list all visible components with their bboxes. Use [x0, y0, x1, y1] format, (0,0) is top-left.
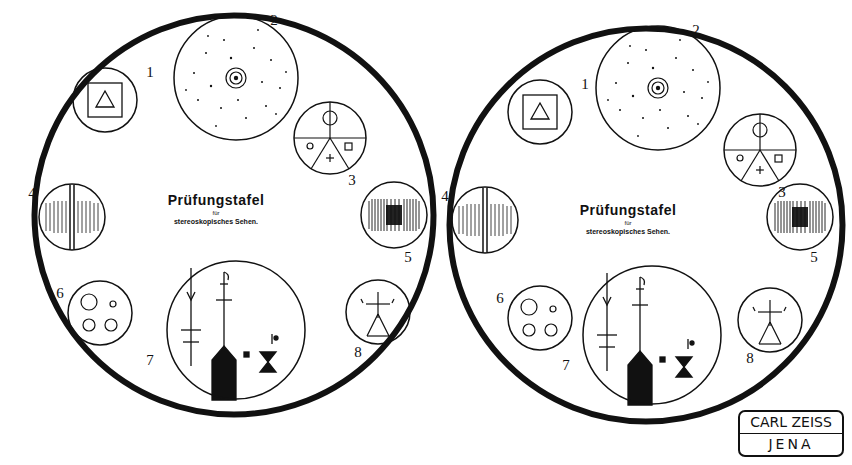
circle-outline — [595, 25, 721, 151]
title-subtitle-text: stereoskopisches Sehen. — [580, 227, 677, 236]
circle-line — [35, 16, 434, 415]
circle-line — [767, 184, 833, 250]
callout-number: 4 — [28, 186, 36, 201]
circle-line — [452, 187, 518, 253]
test-figure-circle: 6 — [507, 285, 573, 351]
circle-outline — [446, 25, 846, 425]
circle-outline — [72, 67, 138, 133]
callout-number: 6 — [496, 291, 504, 306]
test-figure-circle: 2 — [595, 25, 721, 151]
plate-title-text: Prüfungstafel — [168, 192, 265, 209]
circle-outline — [737, 287, 803, 353]
circle-outline — [31, 12, 437, 418]
circle-line — [724, 114, 796, 186]
test-figure-circle: 5 — [766, 183, 834, 251]
test-figure-circle: 1 — [507, 79, 573, 145]
callout-number: 5 — [810, 250, 818, 265]
callout-number: 5 — [404, 250, 412, 265]
circle-outline — [507, 285, 573, 351]
plate-title-text: Prüfungstafel — [580, 202, 677, 219]
circle-line — [346, 280, 410, 344]
test-figure-circle: 2 — [173, 15, 299, 141]
test-figure-circle: 7 — [166, 260, 306, 400]
circle-outline — [360, 181, 428, 249]
circle-outline — [582, 265, 722, 405]
callout-number: 1 — [146, 65, 154, 80]
test-figure-circle: 5 — [360, 181, 428, 249]
circle-line — [361, 182, 427, 248]
circle-outline — [173, 15, 299, 141]
circle-outline — [166, 260, 306, 400]
circle-outline — [345, 279, 411, 345]
circle-outline — [67, 280, 133, 346]
circle-outline — [766, 183, 834, 251]
title-subtitle-text: stereoskopisches Sehen. — [168, 217, 265, 226]
circle-outline — [451, 186, 519, 254]
circle-line — [167, 261, 305, 399]
circle-line — [73, 68, 137, 132]
circle-outline — [293, 101, 367, 175]
test-figure-circle: 4 — [451, 186, 519, 254]
circle-line — [596, 26, 720, 150]
test-plate: Prüfungstafelfürstereoskopisches Sehen. 1… — [31, 12, 437, 418]
callout-number: 4 — [441, 189, 449, 204]
callout-number: 2 — [270, 13, 278, 28]
title-small-text: für — [580, 219, 677, 227]
callout-number: 7 — [146, 353, 154, 368]
test-plate: Prüfungstafelfürstereoskopisches Sehen. 1… — [446, 25, 846, 425]
callout-number: 8 — [746, 351, 754, 366]
circle-line — [294, 102, 366, 174]
circle-line — [174, 16, 298, 140]
logo-text: CARL ZEISS — [740, 412, 842, 434]
callout-number: 3 — [348, 173, 356, 188]
test-figure-circle: 3 — [293, 101, 367, 175]
test-figure-circle: 6 — [67, 280, 133, 346]
circle-outline — [38, 183, 106, 251]
callout-number: 8 — [354, 345, 362, 360]
circle-line — [508, 286, 572, 350]
callout-number: 7 — [562, 358, 570, 373]
circle-line — [508, 80, 572, 144]
test-figure-circle: 8 — [345, 279, 411, 345]
callout-number: 6 — [56, 286, 64, 301]
maker-logo: CARL ZEISSJENA — [738, 410, 844, 457]
plate-title: Prüfungstafelfürstereoskopisches Sehen. — [168, 192, 265, 226]
logo-text: JENA — [740, 434, 842, 455]
test-figure-circle: 7 — [582, 265, 722, 405]
test-figure-circle: 4 — [38, 183, 106, 251]
callout-number: 1 — [581, 77, 589, 92]
circle-outline — [507, 79, 573, 145]
test-figure-circle: 8 — [737, 287, 803, 353]
plate-title: Prüfungstafelfürstereoskopisches Sehen. — [580, 202, 677, 236]
circle-line — [450, 29, 843, 422]
circle-line — [68, 281, 132, 345]
test-figure-circle: 1 — [72, 67, 138, 133]
circle-line — [583, 266, 721, 404]
circle-outline — [723, 113, 797, 187]
callout-number: 2 — [692, 23, 700, 38]
title-small-text: für — [168, 209, 265, 217]
test-figure-circle: 3 — [723, 113, 797, 187]
circle-line — [39, 184, 105, 250]
circle-line — [738, 288, 802, 352]
